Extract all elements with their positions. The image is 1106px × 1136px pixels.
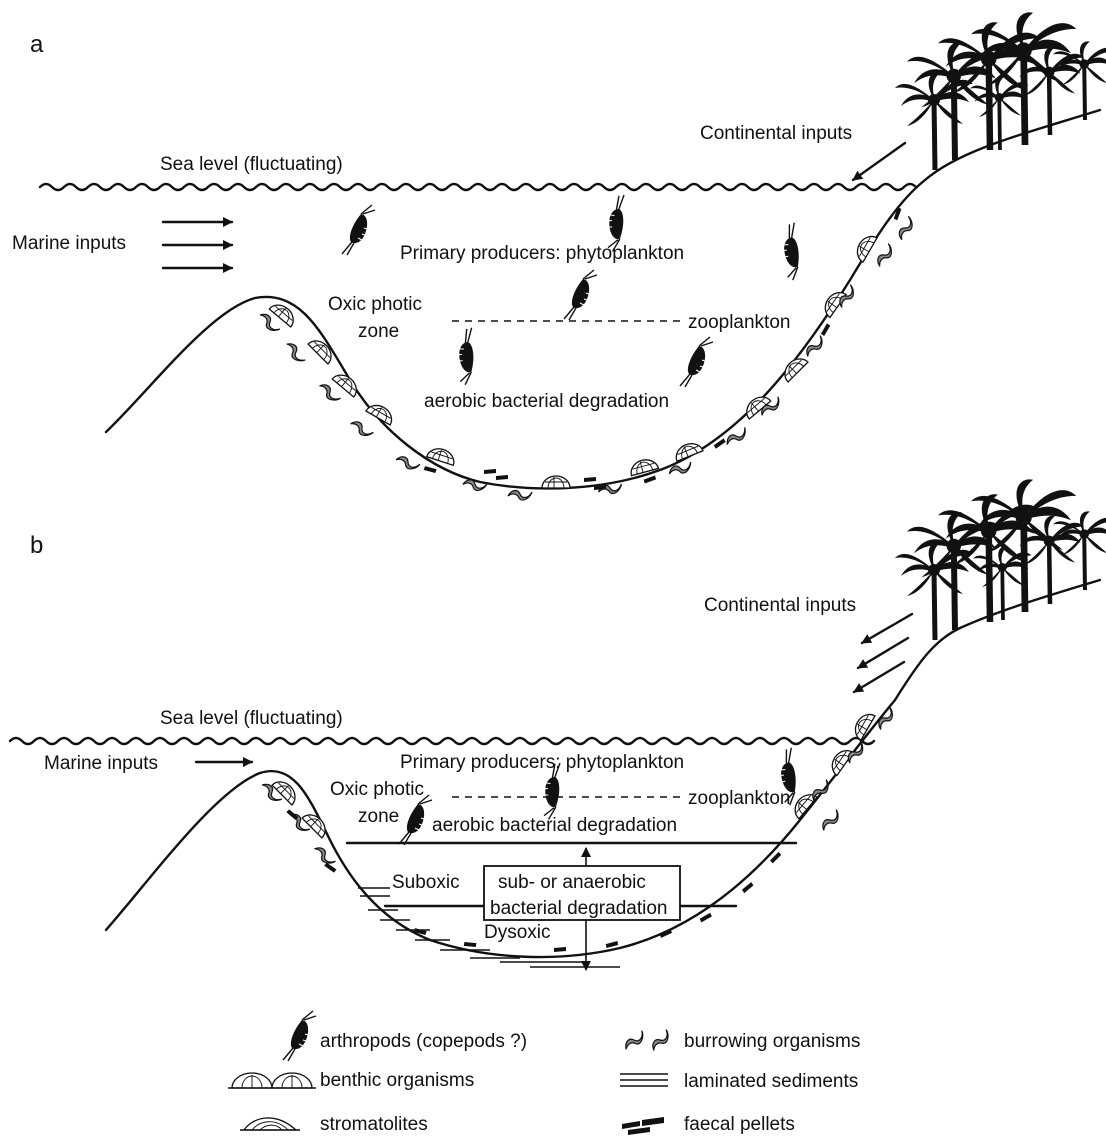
panel-a: a Sea level (fluctuating) Continental in…: [12, 12, 1106, 501]
oxic-photic-zone-label-b: zone: [358, 806, 399, 827]
laminated-sediments-b: [358, 887, 620, 968]
panel-a-label: a: [30, 31, 44, 58]
aerobic-degradation-label-b: aerobic bacterial degradation: [432, 815, 677, 836]
continental-input-arrow-a: [851, 141, 907, 182]
legend-benthic: benthic organisms: [320, 1070, 474, 1091]
marine-inputs-label-a: Marine inputs: [12, 233, 126, 254]
sea-level-label-b: Sea level (fluctuating): [160, 708, 343, 729]
sea-level-label-a: Sea level (fluctuating): [160, 154, 343, 175]
palm-tree-icon: [895, 542, 973, 640]
suboxic-label: Suboxic: [392, 872, 460, 893]
oxic-photic-label-a: Oxic photic: [328, 294, 422, 315]
anaerobic-label-line2: bacterial degradation: [490, 898, 667, 919]
burrowing-organism-icon: [621, 1027, 673, 1054]
sea-level-line-b: [8, 736, 876, 746]
legend: arthropods (copepods ?) benthic organism…: [228, 1010, 860, 1135]
marine-inputs-label-b: Marine inputs: [44, 753, 158, 774]
dysoxic-label: Dysoxic: [484, 922, 551, 943]
sea-level-line-a: [38, 182, 918, 192]
legend-burrowing: burrowing organisms: [684, 1031, 860, 1052]
arthropod-icon: [440, 326, 494, 387]
oxic-photic-zone-label-a: zone: [358, 321, 399, 342]
zooplankton-label-a: zooplankton: [688, 312, 790, 333]
panel-b: b Sea level (flu: [8, 479, 1106, 971]
faecal-pellet-icon: [622, 1117, 664, 1135]
continental-inputs-label-a: Continental inputs: [700, 123, 852, 144]
aerobic-degradation-label-a: aerobic bacterial degradation: [424, 391, 669, 412]
basin-profile-b: [104, 578, 1102, 959]
primary-producers-label-b: Primary producers: phytoplankton: [400, 752, 684, 773]
palm-tree-icon: [1053, 41, 1106, 120]
panel-b-label: b: [30, 532, 43, 559]
arthropod-icon: [282, 1010, 317, 1062]
arthropod-icon: [398, 794, 433, 846]
benthic-organisms-a: [268, 231, 878, 489]
primary-producers-label-a: Primary producers: phytoplankton: [400, 243, 684, 264]
legend-arthropods: arthropods (copepods ?): [320, 1031, 527, 1052]
continental-inputs-label-b: Continental inputs: [704, 595, 856, 616]
anaerobic-degradation-box: [483, 865, 681, 921]
zooplankton-label-b: zooplankton: [688, 788, 790, 809]
legend-laminated: laminated sediments: [684, 1071, 858, 1092]
legend-faecal: faecal pellets: [684, 1114, 795, 1135]
oxic-photic-label-b: Oxic photic: [330, 779, 424, 800]
arthropod-icon: [563, 269, 598, 321]
benthic-organism-icon: [228, 1072, 316, 1089]
arthropod-icon: [341, 204, 376, 256]
basin-profile-a: [104, 108, 1102, 490]
continental-input-arrow-b: [860, 612, 914, 645]
anaerobic-label-line1: sub- or anaerobic: [498, 872, 646, 893]
arthropod-icon: [764, 221, 820, 283]
legend-stromatolites: stromatolites: [320, 1114, 428, 1135]
arthropod-icon: [679, 336, 714, 388]
palm-trees-a: [895, 12, 1106, 170]
continental-input-arrow-b: [852, 660, 906, 694]
laminated-sediment-icon: [620, 1073, 668, 1087]
palm-trees-b: [895, 479, 1106, 640]
continental-input-arrow-b: [856, 636, 910, 670]
stromatolite-icon: [240, 1117, 300, 1131]
